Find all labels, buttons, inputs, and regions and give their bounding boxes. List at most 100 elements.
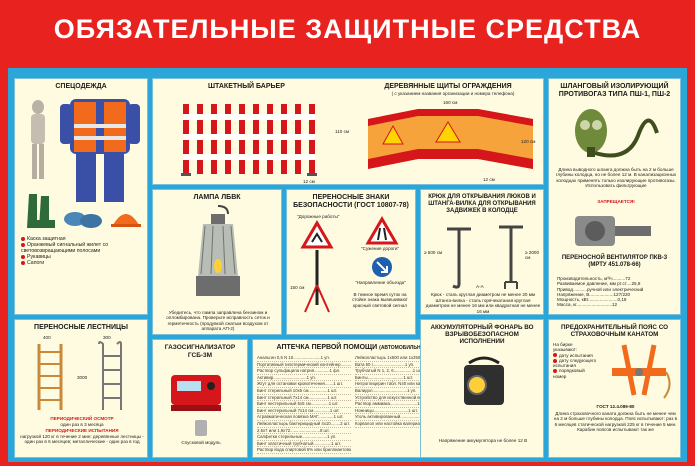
descent-module-drawing: [195, 420, 207, 436]
panel-signs: ПЕРЕНОСНЫЕ ЗНАКИ БЕЗОПАСНОСТИ (ГОСТ 1080…: [286, 189, 416, 335]
firstaid-item: Раствор аммиака.......................1 …: [355, 401, 451, 408]
belt-title: ПРЕДОХРАНИТЕЛЬНЫЙ ПОЯС СО СТРАХОВОЧНЫМ К…: [561, 324, 668, 338]
firstaid-item: Бинт стерильный 10х5 см................1…: [257, 388, 351, 395]
sign-label-1: "Дорожные работы": [297, 214, 340, 219]
belt-tag: порядковый номер: [553, 368, 585, 379]
workwear-item: Оранжевый сигнальный жилет со световозвр…: [21, 242, 109, 254]
ladders-title: ПЕРЕНОСНЫЕ ЛЕСТНИЦЫ: [34, 324, 128, 331]
shields-subtitle: ( с указанием названия организации и ном…: [391, 91, 515, 96]
flashlight-drawing: [464, 356, 504, 405]
flashlight-title: АККУМУЛЯТОРНЫЙ ФОНАРЬ ВО ВЗРЫВОБЕЗОПАСНО…: [430, 324, 534, 345]
belt-tags: На бирке указывают: дату испытания дату …: [553, 342, 597, 379]
fan-title: ПЕРЕНОСНОЙ ВЕНТИЛЯТОР ПКВ-3 (МРТУ 451.07…: [561, 255, 668, 268]
fan-drawing: [575, 216, 651, 246]
fan-specs: Производительность, м³/ч..........72 Раз…: [557, 276, 677, 308]
firstaid-item: Салфетки стерильные.....................…: [257, 434, 351, 441]
picket-dim-width: 12 см: [303, 179, 315, 184]
workwear-title: СПЕЦОДЕЖДА: [55, 83, 107, 90]
vest-suit-figure: [60, 99, 140, 202]
fan-spec: Производительность, м³/ч..........72: [557, 276, 631, 281]
workwear-list: Каска защитная Оранжевый сигнальный жиле…: [21, 236, 143, 266]
firstaid-item: Бинты..............................1 шт.: [355, 375, 451, 382]
fan-spec: Привод...........ручной или электрически…: [557, 286, 644, 292]
firstaid-item: Активир............................1 уп.: [257, 375, 351, 382]
firstaid-item: Лейкопластырь 1x500 или 1x250 или 1x250 …: [355, 355, 451, 362]
firstaid-subtitle: (АВТОМОБИЛЬНАЯ): [379, 345, 430, 351]
hook-title: КРЮК ДЛЯ ОТКРЫВАНИЯ ЛЮКОВ И ШТАНГА-ВИЛКА…: [428, 194, 536, 214]
belt-tag: дату следующего испытания: [553, 357, 597, 369]
firstaid-item: Бинт нестерильный 5х5 см...............1…: [257, 401, 351, 408]
picket-title: ШТАКЕТНЫЙ БАРЬЕР: [208, 83, 285, 90]
panel-safety-belt: ПРЕДОХРАНИТЕЛЬНЫЙ ПОЯС СО СТРАХОВОЧНЫМ К…: [548, 319, 681, 458]
firstaid-item: Атравматическая повязка МАГ.............…: [257, 414, 351, 421]
firstaid-item: Бинт эластичный трубчатый...............…: [257, 441, 351, 448]
hook-section: А-А: [476, 284, 484, 289]
firstaid-item: Нитроглицерин табл. N40 или капс......1 …: [355, 381, 451, 388]
safety-belt-drawing: [612, 344, 671, 399]
panel-flashlight: АККУМУЛЯТОРНЫЙ ФОНАРЬ ВО ВЗРЫВОБЕЗОПАСНО…: [420, 319, 544, 458]
belt-tag-intro: На бирке указывают:: [553, 342, 577, 353]
shield-dim-leg: 12 см: [483, 177, 495, 182]
firstaid-title-main: АПТЕЧКА ПЕРВОЙ ПОМОЩИ: [276, 344, 378, 351]
shield-dim-width: 160 см: [443, 100, 458, 105]
firstaid-item: Раствор йода спиртовой 5% или бриллианто…: [257, 447, 351, 454]
detour-sign-icon: [372, 257, 392, 277]
firstaid-item: Валидол.............................1 уп…: [355, 388, 451, 395]
belt-gost: ГОСТ 12.4.089-80: [596, 404, 635, 409]
sign-label-2: "Сужение дороги": [361, 246, 400, 251]
gas-caption: Спусковой модуль: [181, 440, 221, 445]
wooden-ladder-drawing: [37, 344, 63, 410]
ladder-height: 3000: [77, 375, 88, 380]
lamp-drawing: [196, 205, 240, 296]
ladder-test-text: нагрузкой 120 кг в течение 2 мин: деревя…: [20, 434, 144, 445]
firstaid-col-2: Лейкопластырь 1x500 или 1x250 или 1x250 …: [355, 355, 451, 428]
sign-night-text: В темное время суток на стойке знака выв…: [352, 292, 408, 308]
helmet-icon: [111, 214, 141, 227]
gas-detector-drawing: [171, 375, 221, 411]
fan-spec: Напряжение, В...................127/220: [557, 291, 631, 297]
shield-dim-height: 120 см: [521, 139, 536, 144]
picket-dim-height: 110 см: [335, 129, 350, 134]
hook-drawing: [447, 227, 471, 289]
wooden-shields-drawing: [368, 109, 533, 169]
metal-ladder-drawing: [98, 341, 122, 410]
firstaid-item: Лейкопластырь бактерицидный 4х10........…: [257, 420, 351, 428]
ladder-width-2: 300: [103, 335, 111, 340]
belt-text: Длина страховочного каната должна быть н…: [553, 411, 678, 432]
firstaid-item: Трубчатый N 1, 2, 6................1 шт.: [355, 368, 451, 375]
panel-lamp: ЛАМПА ЛБВК Убедитесь, что лампа заправле…: [152, 189, 282, 335]
roadwork-sign-icon: [300, 220, 334, 249]
firstaid-item: Уголь активированный..................1 …: [355, 414, 451, 421]
panel-barriers: ШТАКЕТНЫЙ БАРЬЕР ДЕРЕВЯННЫЕ ЩИТЫ ОГРАЖДЕ…: [152, 78, 544, 185]
panel-gas-detector: ГАЗОСИГНАЛИЗАТОР ГСБ-3М Спусковой модуль: [152, 339, 248, 458]
poster-board: СПЕЦОДЕЖДА: [8, 68, 687, 462]
firstaid-item: Раствор сульфацила натрия.............1 …: [257, 368, 351, 375]
panel-gasmask: ШЛАНГОВЫЙ ИЗОЛИРУЮЩИЙ ПРОТИВОГАЗ ТИПА ПШ…: [548, 78, 681, 315]
firstaid-item: Жгут для остановки кровотечения.......1 …: [257, 381, 351, 388]
firstaid-item: Корвалол или настойка валерианы.......1 …: [355, 421, 451, 428]
gloves-icon: [64, 212, 102, 228]
tripod-stand-drawing: [304, 250, 330, 313]
fan-spec: Масса, кг............................12: [557, 302, 618, 308]
poster-title: ОБЯЗАТЕЛЬНЫЕ ЗАЩИТНЫЕ СРЕДСТВА: [53, 14, 642, 44]
hook-text-1: Крюк - сталь круглая диаметром не менее …: [430, 292, 536, 297]
hook-dim-1: ≥ 500 см: [424, 250, 443, 255]
flashlight-text: Напряжение аккумулятора не более 12 В: [438, 438, 528, 443]
firstaid-item: 2,5х7 или 1,9х72........................…: [257, 428, 351, 435]
gasmask-text: Длина выводного шланга должна быть на 2 …: [555, 167, 677, 188]
panel-workwear: СПЕЦОДЕЖДА: [14, 78, 148, 315]
firstaid-item: Вата 50 г...........................1 уп…: [355, 362, 451, 369]
gasmask-drawing: [575, 109, 659, 158]
sign-label-3: "Направление объезда": [355, 280, 406, 285]
statue-figure: [31, 100, 45, 179]
narrowing-sign-icon: [365, 216, 399, 245]
workwear-item: Сапоги: [27, 260, 45, 266]
firstaid-item: Анальгин 0,5 N 10.......................…: [257, 355, 351, 362]
ladder-width-1: 400: [43, 335, 51, 340]
gasmask-warning: ЗАПРЕЩАЕТСЯ!: [597, 199, 635, 204]
firstaid-item: Бинт нестерильный 7х14 см..............1…: [257, 408, 351, 415]
fan-spec: Мощность, кВт.......................0,18: [557, 297, 627, 303]
hook-text-2: Штанга-вилка - сталь горячекатаная кругл…: [425, 298, 541, 314]
firstaid-item: Ножницы.............................1 шт…: [355, 408, 451, 415]
firstaid-col-1: Анальгин 0,5 N 10.......................…: [257, 355, 351, 454]
